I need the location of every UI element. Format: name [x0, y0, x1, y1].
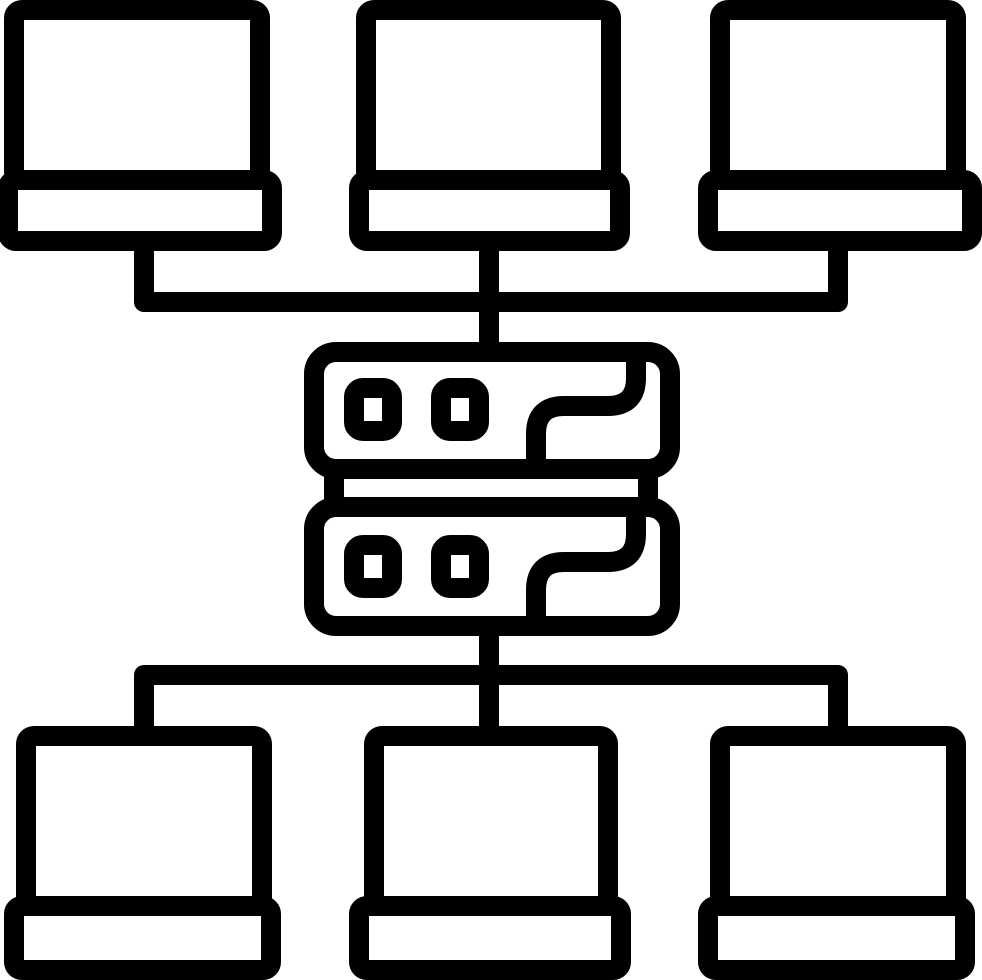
- top-connectors: [134, 251, 848, 342]
- indicator-light: [344, 378, 402, 441]
- server-upper-unit: [304, 342, 680, 479]
- server-rack-link: [324, 469, 658, 507]
- laptop-top-right: [698, 0, 982, 251]
- bottom-connectors: [134, 636, 848, 726]
- laptop-top-left: [0, 0, 282, 251]
- laptop-base: [4, 896, 281, 980]
- server-cable: [526, 352, 646, 469]
- laptop-screen: [364, 726, 618, 916]
- laptop-bottom-right: [698, 726, 975, 980]
- laptop-base: [0, 170, 282, 251]
- laptop-bottom-center: [349, 726, 631, 980]
- connector-top-left: [134, 251, 489, 312]
- laptop-base: [698, 170, 982, 251]
- server-case: [304, 342, 680, 479]
- server-cable: [526, 507, 646, 626]
- laptop-screen: [710, 726, 966, 916]
- laptop-bottom-left: [4, 726, 281, 980]
- laptop-top-center: [349, 0, 630, 251]
- connector-bottom-left: [134, 665, 489, 726]
- laptop-base: [698, 896, 975, 980]
- connector-bottom-right: [489, 665, 848, 726]
- laptop-screen: [4, 0, 270, 190]
- laptop-screen: [710, 0, 966, 190]
- server-lower-unit: [304, 497, 680, 636]
- laptop-screen: [356, 0, 621, 190]
- indicator-light: [344, 535, 402, 598]
- connector-top-right: [489, 251, 848, 312]
- laptop-base: [349, 170, 630, 251]
- laptop-base: [349, 896, 631, 980]
- laptop-screen: [16, 726, 272, 916]
- server-case: [304, 497, 680, 636]
- indicator-light: [431, 378, 489, 441]
- indicator-light: [431, 535, 489, 598]
